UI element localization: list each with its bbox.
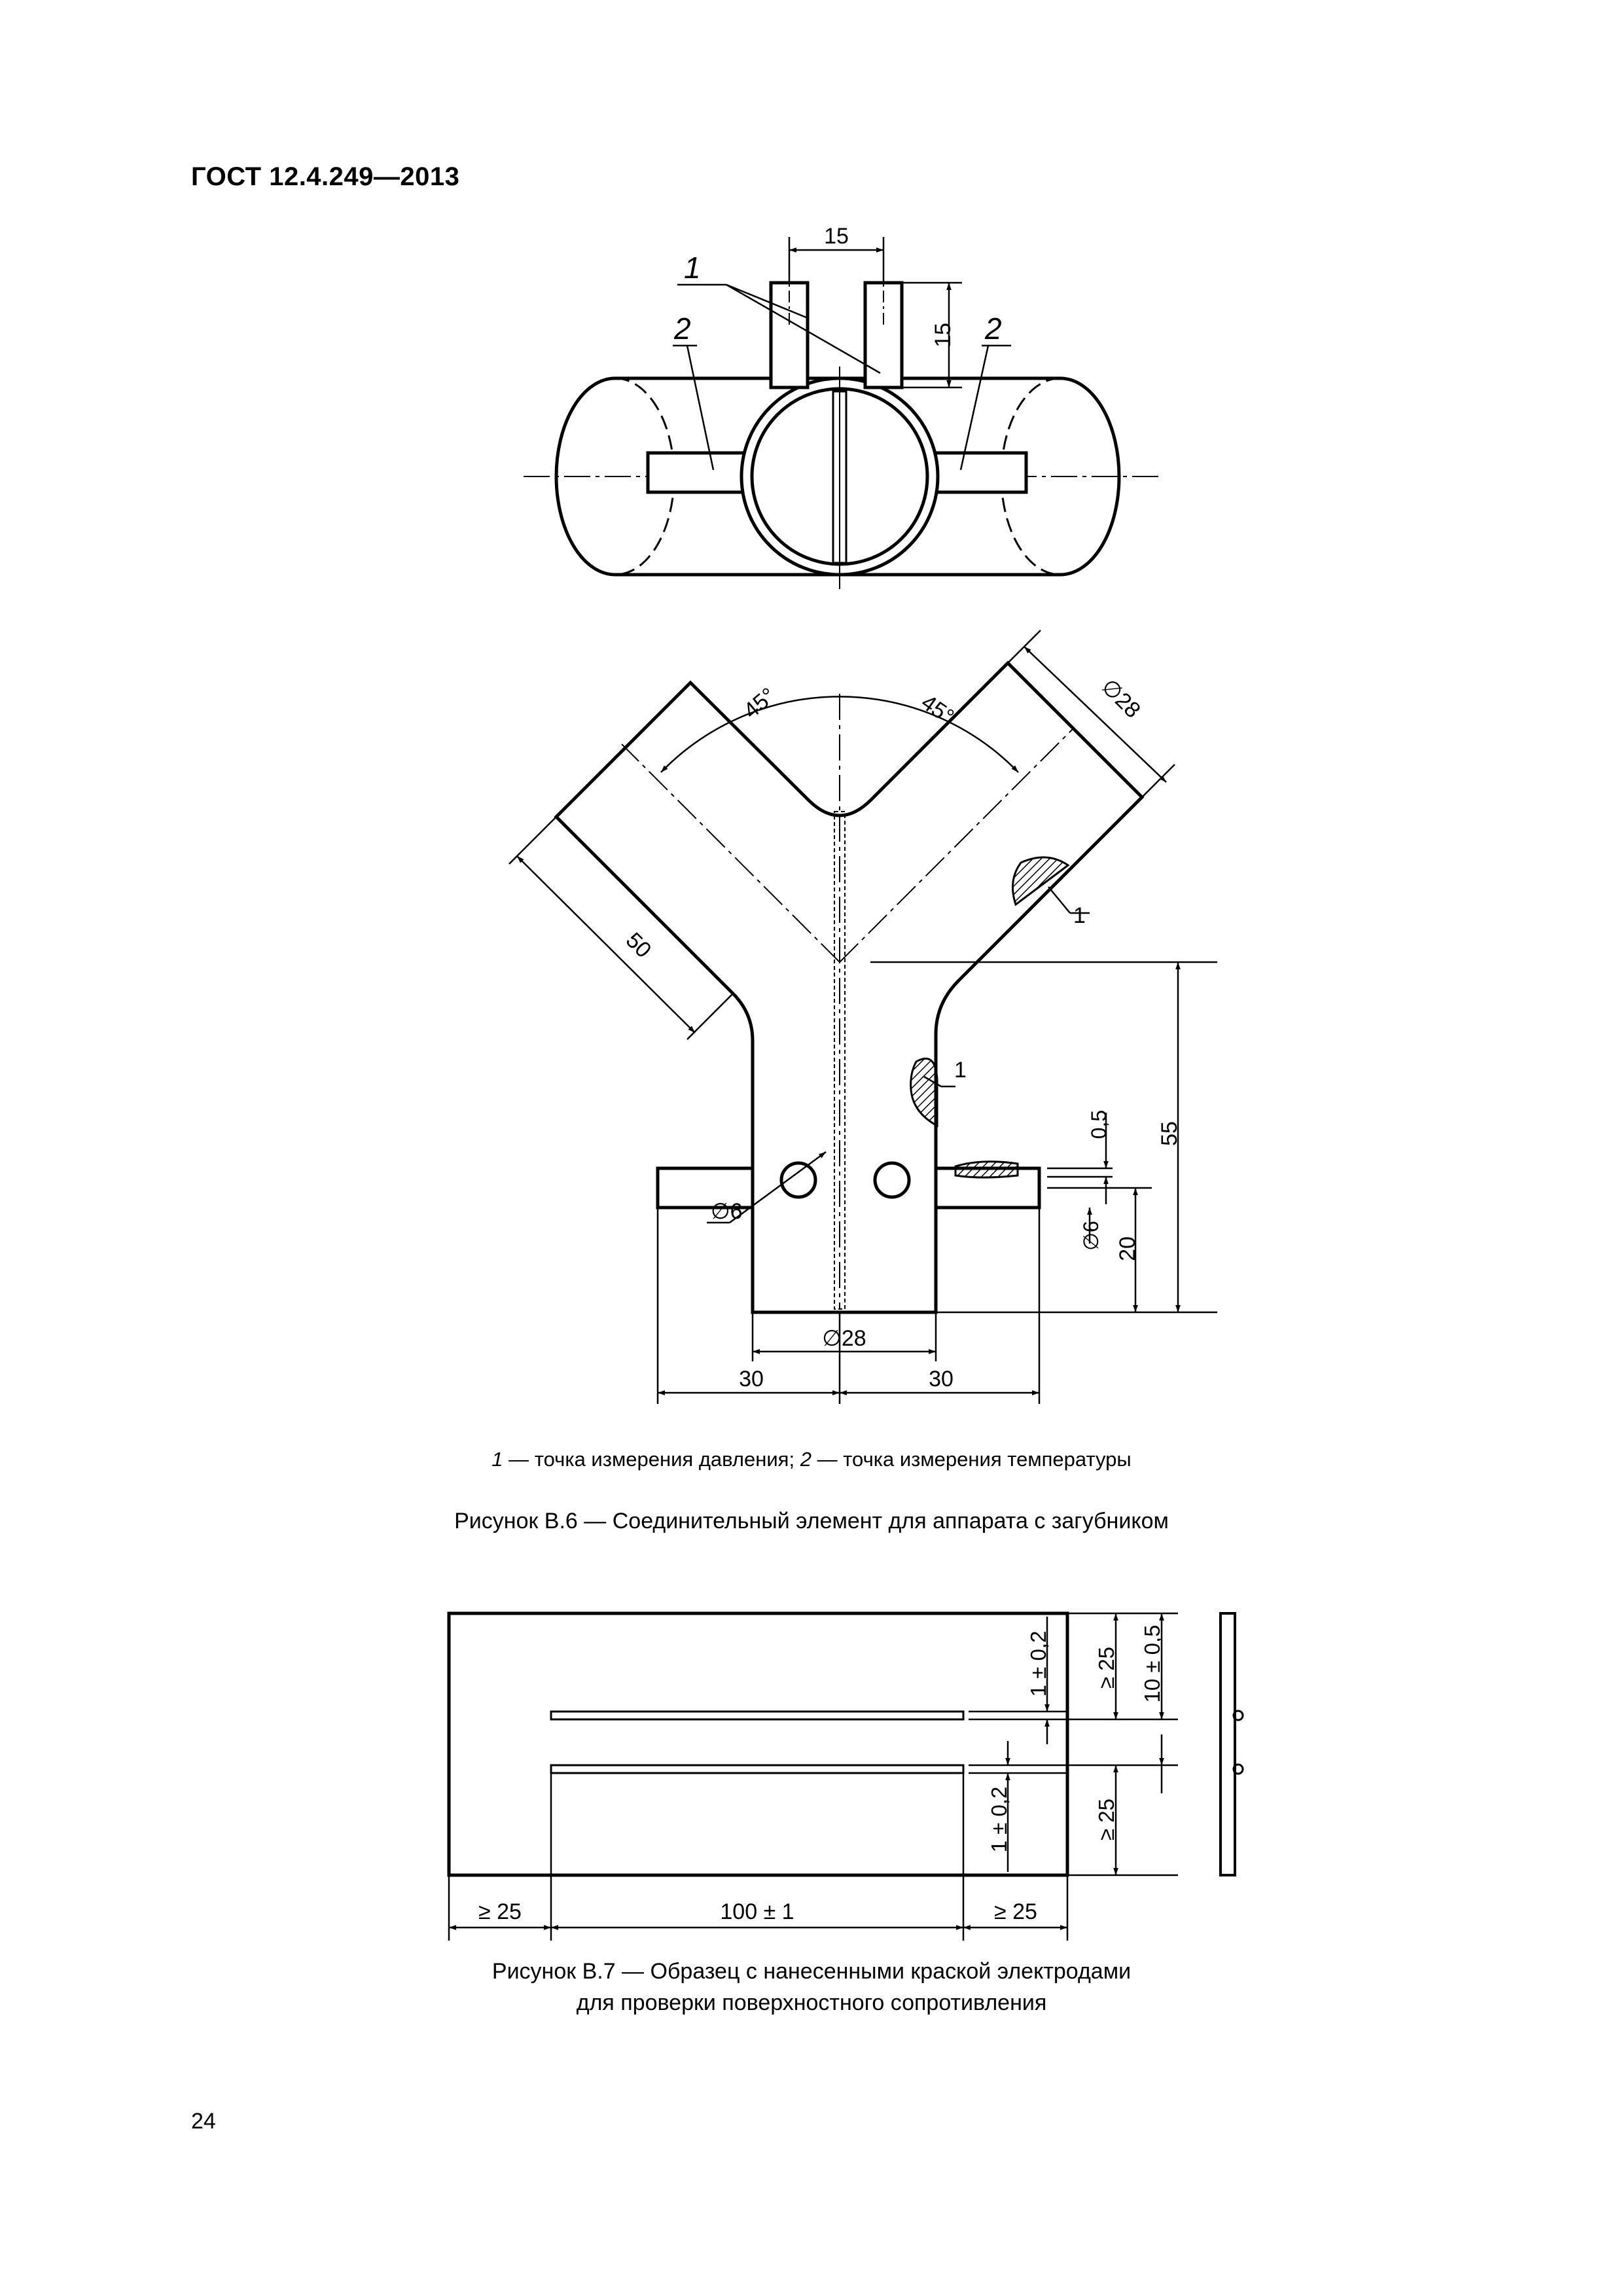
dim-ge25-top: ≥ 25: [1094, 1647, 1118, 1689]
dim-10: 10 ± 0,5: [1140, 1624, 1164, 1702]
legend-item-2-number: 2: [800, 1448, 812, 1471]
dim-30-left: 30: [739, 1367, 764, 1391]
dim-ge25-right: ≥ 25: [994, 1899, 1037, 1924]
figure-b7-caption-line-2: для проверки поверхностного сопротивлени…: [576, 1990, 1047, 2015]
leader-label-1: 1: [684, 251, 701, 285]
dim-20: 20: [1115, 1236, 1140, 1261]
figure-b7-specimen: [447, 1611, 1244, 1877]
leader-label-2-right: 2: [984, 312, 1002, 346]
dim-gap-top: 1 ± 0,2: [1026, 1631, 1050, 1697]
figure-b6-front-dimensions: [508, 630, 1217, 1404]
dim-15-vertical: 15: [931, 323, 955, 348]
dia-28-bottom: ∅28: [822, 1326, 866, 1351]
dim-30-right: 30: [929, 1367, 954, 1391]
legend-item-2-text: — точка измерения температуры: [811, 1448, 1132, 1471]
figure-b6-top-labels: 15 15 1 2 2: [673, 224, 1002, 348]
legend-item-1-text: — точка измерения давления;: [503, 1448, 800, 1471]
figure-b7-labels: 1 ± 0,2 ≥ 25 10 ± 0,5 1 ± 0,2 ≥ 25 ≥ 25 …: [478, 1624, 1164, 1924]
legend-item-1-number: 1: [491, 1448, 503, 1471]
figure-b7-caption-line-1: Рисунок В.7 — Образец с нанесенными крас…: [491, 1959, 1132, 1984]
dim-55: 55: [1157, 1121, 1182, 1146]
figure-b7-caption: Рисунок В.7 — Образец с нанесенными крас…: [0, 1956, 1623, 2018]
figure-b6-caption: Рисунок В.6 — Соединительный элемент для…: [454, 1509, 1169, 1534]
figure-b6-top-view: [524, 268, 1158, 589]
dim-ge25-bottom: ≥ 25: [1094, 1799, 1118, 1840]
dim-15-horizontal: 15: [824, 224, 849, 249]
leader-label-1-lower: 1: [954, 1058, 967, 1083]
figure-b6-legend: 1 — точка измерения давления; 2 — точка …: [0, 1448, 1623, 1471]
angle-left-45: 45°: [739, 683, 781, 724]
dim-100: 100 ± 1: [720, 1899, 794, 1924]
dim-gap-bottom: 1 ± 0,2: [987, 1787, 1011, 1853]
dim-ge25-left: ≥ 25: [478, 1899, 522, 1924]
figure-b7-dimensions: [448, 1612, 1178, 1941]
leader-label-2-left: 2: [673, 312, 691, 346]
dim-50: 50: [621, 927, 656, 963]
figure-b6-front-view: [554, 660, 1145, 1314]
figure-b6-top-dimensions: [673, 237, 1011, 471]
page-number: 24: [191, 2109, 216, 2134]
leader-label-1-upper: 1: [1073, 903, 1086, 928]
dim-0-5: 0,5: [1087, 1110, 1111, 1139]
dia-28-top: ∅28: [1096, 674, 1145, 723]
document-standard-header: ГОСТ 12.4.249—2013: [191, 162, 460, 191]
dia-6-right: ∅6: [1079, 1221, 1103, 1251]
dia-6-left: ∅6: [711, 1199, 743, 1224]
